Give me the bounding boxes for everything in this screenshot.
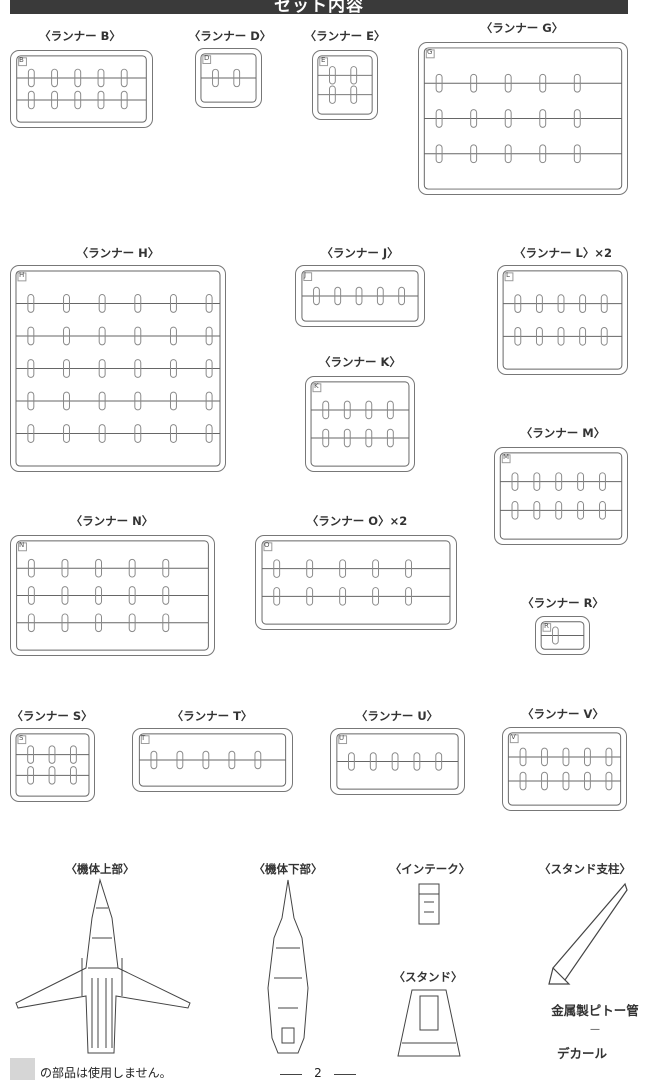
stand-strut-drawing xyxy=(548,882,628,985)
runner-label-m: 〈ランナー M〉 xyxy=(520,426,606,440)
runner-label-h: 〈ランナー H〉 xyxy=(76,246,160,260)
separator-dash: — xyxy=(590,1024,600,1035)
runner-frame-l: L xyxy=(497,265,628,375)
runner-label-d: 〈ランナー D〉 xyxy=(188,29,272,43)
runner-label-o: 〈ランナー O〉×2 xyxy=(306,514,408,528)
decal-label: デカール xyxy=(556,1046,608,1061)
runner-label-g: 〈ランナー G〉 xyxy=(480,21,564,35)
runner-id-n: N xyxy=(19,541,25,549)
runner-id-e: E xyxy=(321,56,326,64)
runner-frame-k: K xyxy=(305,376,415,472)
runner-frame-u: U xyxy=(330,728,465,795)
runner-frame-d: D xyxy=(195,48,262,108)
unused-parts-note: の部品は使用しません。 xyxy=(40,1066,172,1080)
runner-frame-j: J xyxy=(295,265,425,327)
runner-id-r: R xyxy=(544,622,549,630)
runner-frame-t: T xyxy=(132,728,293,792)
runner-label-n: 〈ランナー N〉 xyxy=(70,514,154,528)
runner-label-b: 〈ランナー B〉 xyxy=(39,29,121,43)
runner-id-d: D xyxy=(204,54,210,62)
lower-fuselage-drawing xyxy=(267,879,309,1054)
runner-id-o: O xyxy=(264,541,270,549)
runner-frame-r: R xyxy=(535,616,590,655)
unused-part-marker xyxy=(10,1058,35,1080)
runner-frame-o: O xyxy=(255,535,457,630)
stand-label: 〈スタンド〉 xyxy=(393,970,463,984)
upper-fuselage-label: 〈機体上部〉 xyxy=(65,862,135,876)
runner-id-u: U xyxy=(339,734,345,742)
runner-frame-g: G xyxy=(418,42,628,195)
runner-label-j: 〈ランナー J〉 xyxy=(321,246,399,260)
runner-label-v: 〈ランナー V〉 xyxy=(522,707,604,721)
runner-id-b: B xyxy=(19,56,24,64)
pitot-tube-label: 金属製ピトー管 xyxy=(551,1003,639,1018)
runner-frame-e: E xyxy=(312,50,378,120)
runner-label-t: 〈ランナー T〉 xyxy=(171,709,253,723)
page-number: 2 xyxy=(280,1066,356,1080)
runner-id-k: K xyxy=(314,382,319,390)
runner-label-l: 〈ランナー L〉×2 xyxy=(514,246,612,260)
runner-label-u: 〈ランナー U〉 xyxy=(355,709,439,723)
runner-label-s: 〈ランナー S〉 xyxy=(11,709,93,723)
intake-label: 〈インテーク〉 xyxy=(389,862,471,876)
runner-id-s: S xyxy=(19,734,24,742)
stand-drawing xyxy=(397,989,461,1057)
runner-frame-n: N xyxy=(10,535,215,656)
runner-frame-v: V xyxy=(502,727,627,811)
runner-id-t: T xyxy=(141,734,146,742)
runner-id-l: L xyxy=(506,271,510,279)
runner-label-k: 〈ランナー K〉 xyxy=(319,355,401,369)
upper-fuselage-drawing xyxy=(15,878,191,1054)
runner-frame-s: S xyxy=(10,728,95,802)
section-title: セット内容 xyxy=(274,0,364,14)
runner-frame-h: H xyxy=(10,265,226,472)
intake-drawing xyxy=(418,883,440,925)
runner-frame-m: M xyxy=(494,447,628,545)
runner-frame-b: B xyxy=(10,50,153,128)
runner-id-g: G xyxy=(427,48,433,56)
runner-id-m: M xyxy=(503,453,510,461)
lower-fuselage-label: 〈機体下部〉 xyxy=(253,862,323,876)
runner-label-e: 〈ランナー E〉 xyxy=(304,29,386,43)
runner-id-v: V xyxy=(511,733,516,741)
runner-id-h: H xyxy=(19,271,25,279)
runner-id-j: J xyxy=(304,271,307,279)
stand-strut-label: 〈スタンド支柱〉 xyxy=(539,862,631,876)
runner-label-r: 〈ランナー R〉 xyxy=(522,596,604,610)
section-header: セット内容 xyxy=(10,0,628,14)
